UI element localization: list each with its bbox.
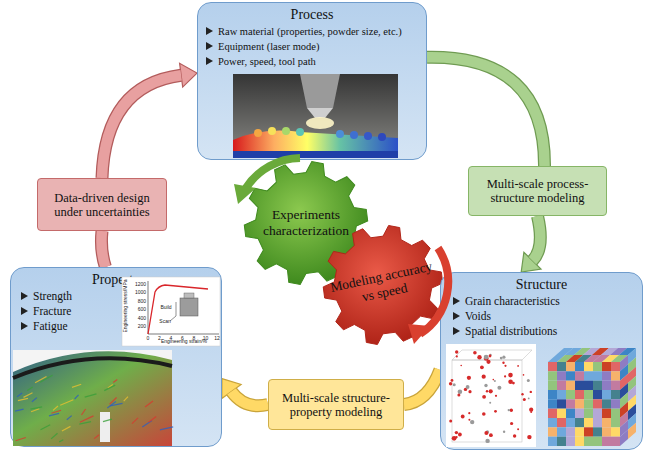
- arrow-body: [404, 370, 440, 405]
- arrow-outline: [404, 370, 440, 405]
- bullet-marker: [21, 322, 28, 330]
- bullet-text: Grain characteristics: [465, 295, 560, 307]
- bullet-marker: [21, 292, 28, 300]
- bullet-item: Strength: [11, 289, 221, 304]
- flow-arrow: [404, 370, 440, 405]
- bullet-marker: [453, 327, 460, 335]
- bullet-marker: [206, 42, 213, 50]
- design-label-box: Data-driven design under uncertainties: [37, 178, 167, 231]
- structure-panel: StructureGrain characteristicsVoidsSpati…: [440, 272, 643, 450]
- flow-arrow: [427, 57, 545, 166]
- arrow-outline: [101, 231, 105, 267]
- arrow-body: [533, 216, 541, 261]
- arrow-head: [521, 252, 541, 272]
- label-text: Multi-scale process-structure modeling: [475, 177, 600, 205]
- axis-title: Engineering strain/%: [161, 338, 207, 344]
- direction-label: Build: [160, 304, 171, 310]
- bullet-item: Fracture: [11, 304, 221, 319]
- arrow-outline: [427, 57, 545, 166]
- axis-title: Engineering stress/MPa: [122, 279, 128, 332]
- process-structure-label-box: Multi-scale process-structure modeling: [468, 166, 607, 216]
- bullet-marker: [453, 297, 460, 305]
- tick-label: 8: [193, 335, 196, 341]
- tick-label: 4: [170, 335, 173, 341]
- panel-title: Property: [11, 271, 221, 289]
- tick-label: 0: [147, 335, 150, 341]
- label-text: Multi-scale structure-property modeling: [275, 391, 397, 419]
- bullet-marker: [206, 57, 213, 65]
- gear-outline: [323, 225, 443, 344]
- label-text: Data-driven design under uncertainties: [44, 191, 160, 219]
- bullet-item: Grain characteristics: [441, 294, 642, 309]
- bullet-item: Fatigue: [11, 319, 221, 334]
- label-text-block: Multi-scale structure-property modeling: [275, 391, 397, 419]
- modeling-gear: Modeling accuracy vs speed: [322, 224, 444, 346]
- property-panel: PropertyStrengthFractureFatigue: [10, 267, 222, 447]
- arrow-head: [222, 379, 241, 399]
- bullet-text: Fatigue: [33, 320, 68, 332]
- tick-label: 800: [138, 298, 146, 304]
- tick-label: 12: [214, 335, 220, 341]
- tick-label: 10: [203, 335, 209, 341]
- label-text-block: Data-driven design under uncertainties: [44, 191, 160, 219]
- flow-arrow: [521, 216, 541, 272]
- flow-arrow: [102, 63, 197, 178]
- arrow-head: [180, 63, 197, 87]
- flow-arrow: [101, 231, 105, 267]
- gear-text: Experiments characterization: [256, 207, 356, 239]
- tick-label: 400: [138, 315, 146, 321]
- bullet-marker: [21, 307, 28, 315]
- bullet-marker: [453, 312, 460, 320]
- bullet-marker: [206, 27, 213, 35]
- label-text-block: Multi-scale process-structure modeling: [475, 177, 600, 205]
- arrow-outline: [102, 75, 181, 178]
- gear-rotation-arrows: [234, 158, 448, 344]
- arrow-body: [101, 231, 105, 267]
- bullet-item: Power, speed, tool path: [198, 54, 426, 69]
- bullet-text: Strength: [33, 290, 72, 302]
- flow-arrow: [222, 379, 268, 406]
- bullet-text: Equipment (laser mode): [218, 41, 319, 52]
- arrow-outline: [533, 216, 541, 261]
- panel-title: Structure: [441, 276, 642, 294]
- arrow-body: [232, 392, 269, 406]
- tick-label: 600: [138, 306, 146, 312]
- tick-label: 1000: [135, 289, 146, 295]
- bullet-text: Raw material (properties, powder size, e…: [218, 26, 402, 37]
- tick-label: 200: [138, 323, 146, 329]
- bullet-item: Equipment (laser mode): [198, 39, 426, 54]
- bullet-text: Voids: [465, 310, 491, 322]
- bullet-item: Raw material (properties, powder size, e…: [198, 24, 426, 39]
- arrow-body: [102, 75, 181, 178]
- tick-label: 1200: [135, 281, 146, 287]
- panel-title: Process: [198, 6, 426, 24]
- bullet-text: Power, speed, tool path: [218, 56, 316, 67]
- arrow-body: [427, 57, 545, 166]
- tick-label: 2: [158, 335, 161, 341]
- bullet-text: Spatial distributions: [465, 325, 557, 337]
- process-panel: ProcessRaw material (properties, powder …: [197, 2, 427, 160]
- bullet-item: Spatial distributions: [441, 324, 642, 339]
- arrow-outline: [232, 392, 269, 406]
- bullet-text: Fracture: [33, 305, 71, 317]
- tick-label: 6: [181, 335, 184, 341]
- structure-property-label-box: Multi-scale structure-property modeling: [268, 379, 404, 430]
- bullet-item: Voids: [441, 309, 642, 324]
- gear-label: Experiments characterization: [256, 207, 356, 239]
- direction-label: Scan: [159, 318, 170, 324]
